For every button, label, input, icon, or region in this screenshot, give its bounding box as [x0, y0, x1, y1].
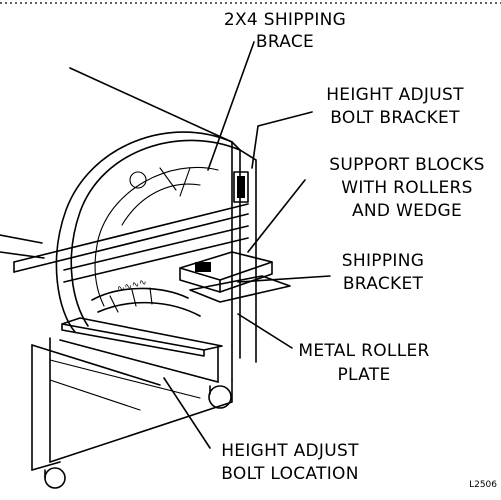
base-top-rail: [31, 344, 161, 386]
drum-fitting: [129, 171, 147, 189]
drum-slats: [109, 287, 153, 313]
label-metal-roller-plate-line2: PLATE: [337, 365, 390, 385]
roller-plate-edge: [61, 323, 205, 357]
leader-bolt-bracket: [251, 111, 313, 169]
base-front-rail: [31, 461, 61, 471]
label-metal-roller-plate-line1: METAL ROLLER: [298, 341, 429, 361]
housing-top-edge: [69, 67, 233, 143]
brace-bottom-edge: [13, 213, 249, 273]
housing-left-edge-bottom: [0, 251, 45, 259]
leader-brace: [207, 41, 255, 171]
brace-lower-edge: [63, 225, 249, 271]
label-shipping-bracket-line2: BRACKET: [343, 274, 424, 294]
leader-bolt-location: [163, 377, 211, 449]
label-height-adjust-bracket-line1: HEIGHT ADJUST: [326, 85, 464, 105]
base-top-rail-2: [59, 339, 219, 383]
caster-right: [208, 385, 232, 409]
callout-labels: 2X4 SHIPPING BRACE HEIGHT ADJUST BOLT BR…: [221, 10, 497, 490]
figure-id: L2506: [469, 480, 497, 490]
housing-left-edge-top: [0, 234, 43, 244]
support-block-front: [179, 267, 221, 293]
support-block-top: [179, 251, 273, 281]
drum-struts: [159, 167, 191, 197]
caster-left: [44, 467, 66, 489]
height-adjust-bolt-bracket: [233, 171, 249, 203]
drum-ring-joint: [231, 141, 241, 151]
lower-drum-curve: [91, 287, 189, 301]
brace-top-edge: [13, 203, 249, 263]
lower-drum-curve-2: [97, 301, 201, 317]
drum-inner-detail: [94, 166, 219, 307]
label-shipping-bracket-line1: SHIPPING: [342, 251, 424, 271]
support-block-side: [219, 261, 273, 293]
machine-body: ∿∿∿∿: [0, 67, 291, 489]
label-support-blocks-line1: SUPPORT BLOCKS: [329, 155, 484, 175]
base-cross-members: [49, 359, 201, 411]
brace-lower-edge-2: [63, 237, 249, 283]
drum-inner-arc: [121, 183, 201, 226]
leader-lines: [163, 41, 331, 449]
drum-outer-ring: [55, 131, 233, 333]
base-bottom-rail: [49, 379, 233, 463]
leader-roller-plate: [237, 313, 293, 349]
label-shipping-brace-line2: BRACE: [256, 32, 314, 52]
label-height-adjust-location-line2: BOLT LOCATION: [221, 464, 358, 484]
leader-shipping-bracket: [237, 275, 331, 283]
label-height-adjust-location-line1: HEIGHT ADJUST: [221, 441, 359, 461]
support-roller: [195, 262, 211, 272]
drum-inner-ring: [70, 139, 241, 327]
shipping-bracket-plate: [189, 275, 291, 303]
metal-roller-plate: [61, 317, 223, 351]
bracket-bolt: [237, 176, 245, 198]
label-support-blocks-line2: WITH ROLLERS: [341, 178, 472, 198]
label-support-blocks-line3: AND WEDGE: [352, 201, 462, 221]
label-shipping-brace-line1: 2X4 SHIPPING: [224, 10, 346, 30]
leader-support-blocks: [247, 179, 306, 253]
label-height-adjust-bracket-line2: BOLT BRACKET: [330, 108, 460, 128]
